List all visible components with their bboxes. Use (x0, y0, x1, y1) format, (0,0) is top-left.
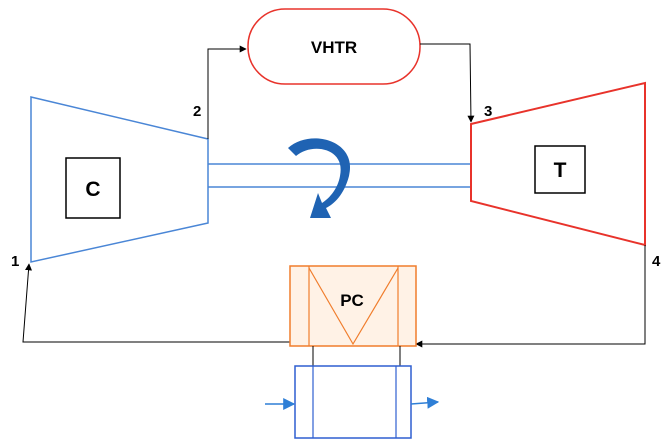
reactor-label: VHTR (311, 38, 357, 57)
coolant-pipes (312, 346, 401, 366)
flow-compressor-to-reactor (207, 45, 247, 139)
vhtr-reactor: VHTR (247, 8, 421, 85)
state-point-4: 4 (652, 253, 661, 270)
compressor-label: C (85, 178, 100, 201)
state-point-2: 2 (193, 103, 201, 120)
coolant-outlet-arrow-icon (410, 396, 440, 409)
flow-reactor-to-turbine (420, 43, 475, 123)
state-point-3: 3 (484, 103, 492, 120)
turbine-label-box (534, 145, 586, 194)
turbine-label: T (554, 159, 567, 182)
flow-lines (22, 43, 646, 348)
flow-turbine-to-precooler (415, 245, 646, 348)
state-point-1: 1 (11, 253, 19, 270)
turbine: T (470, 81, 646, 247)
compressor: C (30, 96, 209, 263)
flow-precooler-to-compressor (22, 263, 290, 343)
heat-exchanger (265, 365, 440, 439)
curved-rotation-arrow-icon (288, 138, 351, 218)
precooler: PC (289, 265, 417, 347)
state-point-labels: 1 2 3 4 (11, 103, 661, 270)
compressor-label-box (65, 157, 121, 219)
precooler-label: PC (340, 291, 364, 310)
